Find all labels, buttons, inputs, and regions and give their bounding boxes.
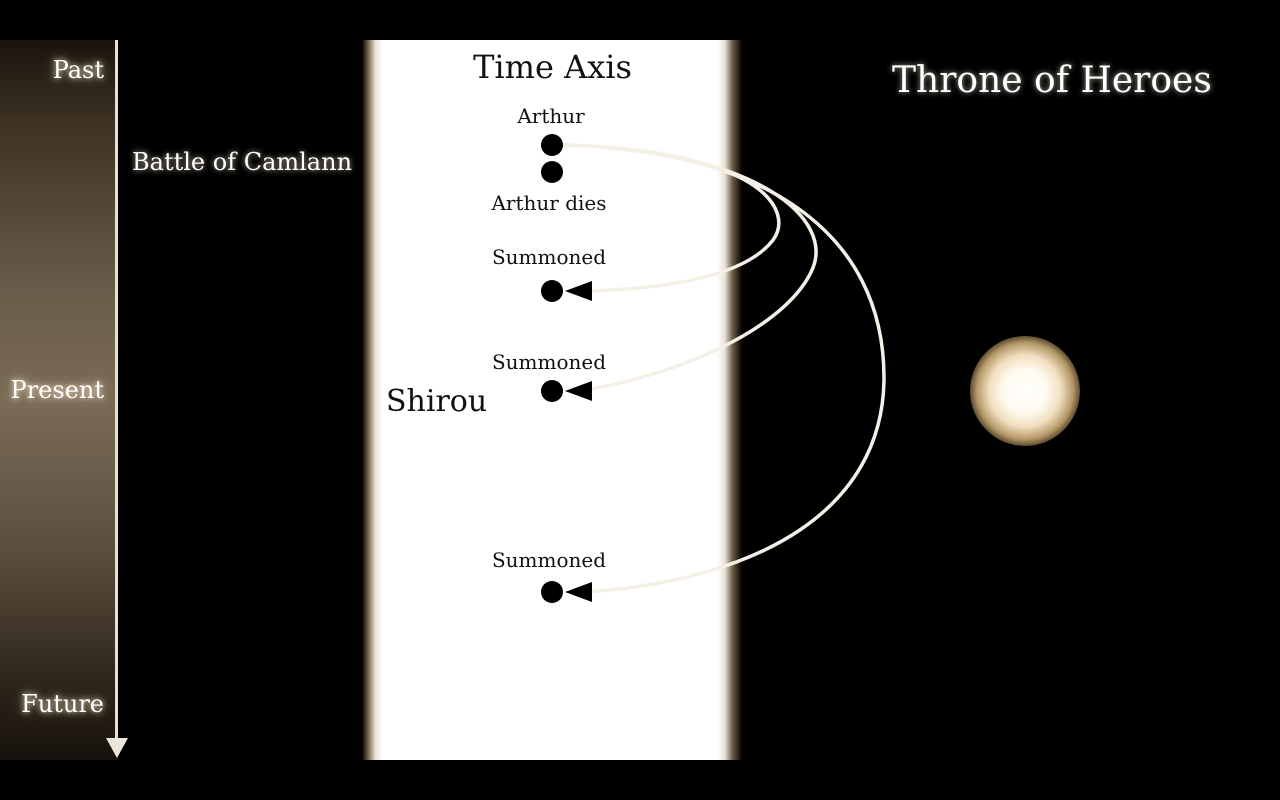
timeline-arrow-down-icon <box>106 738 128 758</box>
point-label-summoned-2: Summoned <box>491 350 607 374</box>
timeline-axis-line <box>115 40 118 740</box>
point-label-summoned-1: Summoned <box>491 245 607 269</box>
point-label-arthur: Arthur <box>517 104 585 128</box>
point-dot-summoned-2 <box>541 380 563 402</box>
timeline-gradient-panel <box>0 40 118 760</box>
event-label-battle: Battle of Camlann <box>132 148 353 176</box>
point-dot-summoned-1 <box>541 280 563 302</box>
shirou-label: Shirou <box>386 384 488 419</box>
time-axis-title: Time Axis <box>473 48 632 86</box>
arrowhead-icon <box>565 281 592 301</box>
arrowhead-icon <box>565 381 592 401</box>
letterbox-top <box>0 0 1280 40</box>
summon-arc-3 <box>561 143 886 594</box>
throne-glow-orb <box>970 336 1080 446</box>
point-dot-arthur <box>541 134 563 156</box>
point-label-summoned-3: Summoned <box>491 548 607 572</box>
arrowhead-icon <box>565 582 592 602</box>
timeline-label-future: Future <box>21 690 104 718</box>
point-label-arthur-dies: Arthur dies <box>491 191 607 215</box>
point-dot-arthur-dies <box>541 161 563 183</box>
timeline-label-past: Past <box>52 56 104 84</box>
summon-arc-1 <box>561 143 781 293</box>
timeline-label-present: Present <box>10 376 104 404</box>
throne-of-heroes-title: Throne of Heroes <box>892 60 1212 101</box>
point-dot-summoned-3 <box>541 581 563 603</box>
letterbox-bottom <box>0 760 1280 800</box>
summon-arc-2 <box>561 143 818 392</box>
